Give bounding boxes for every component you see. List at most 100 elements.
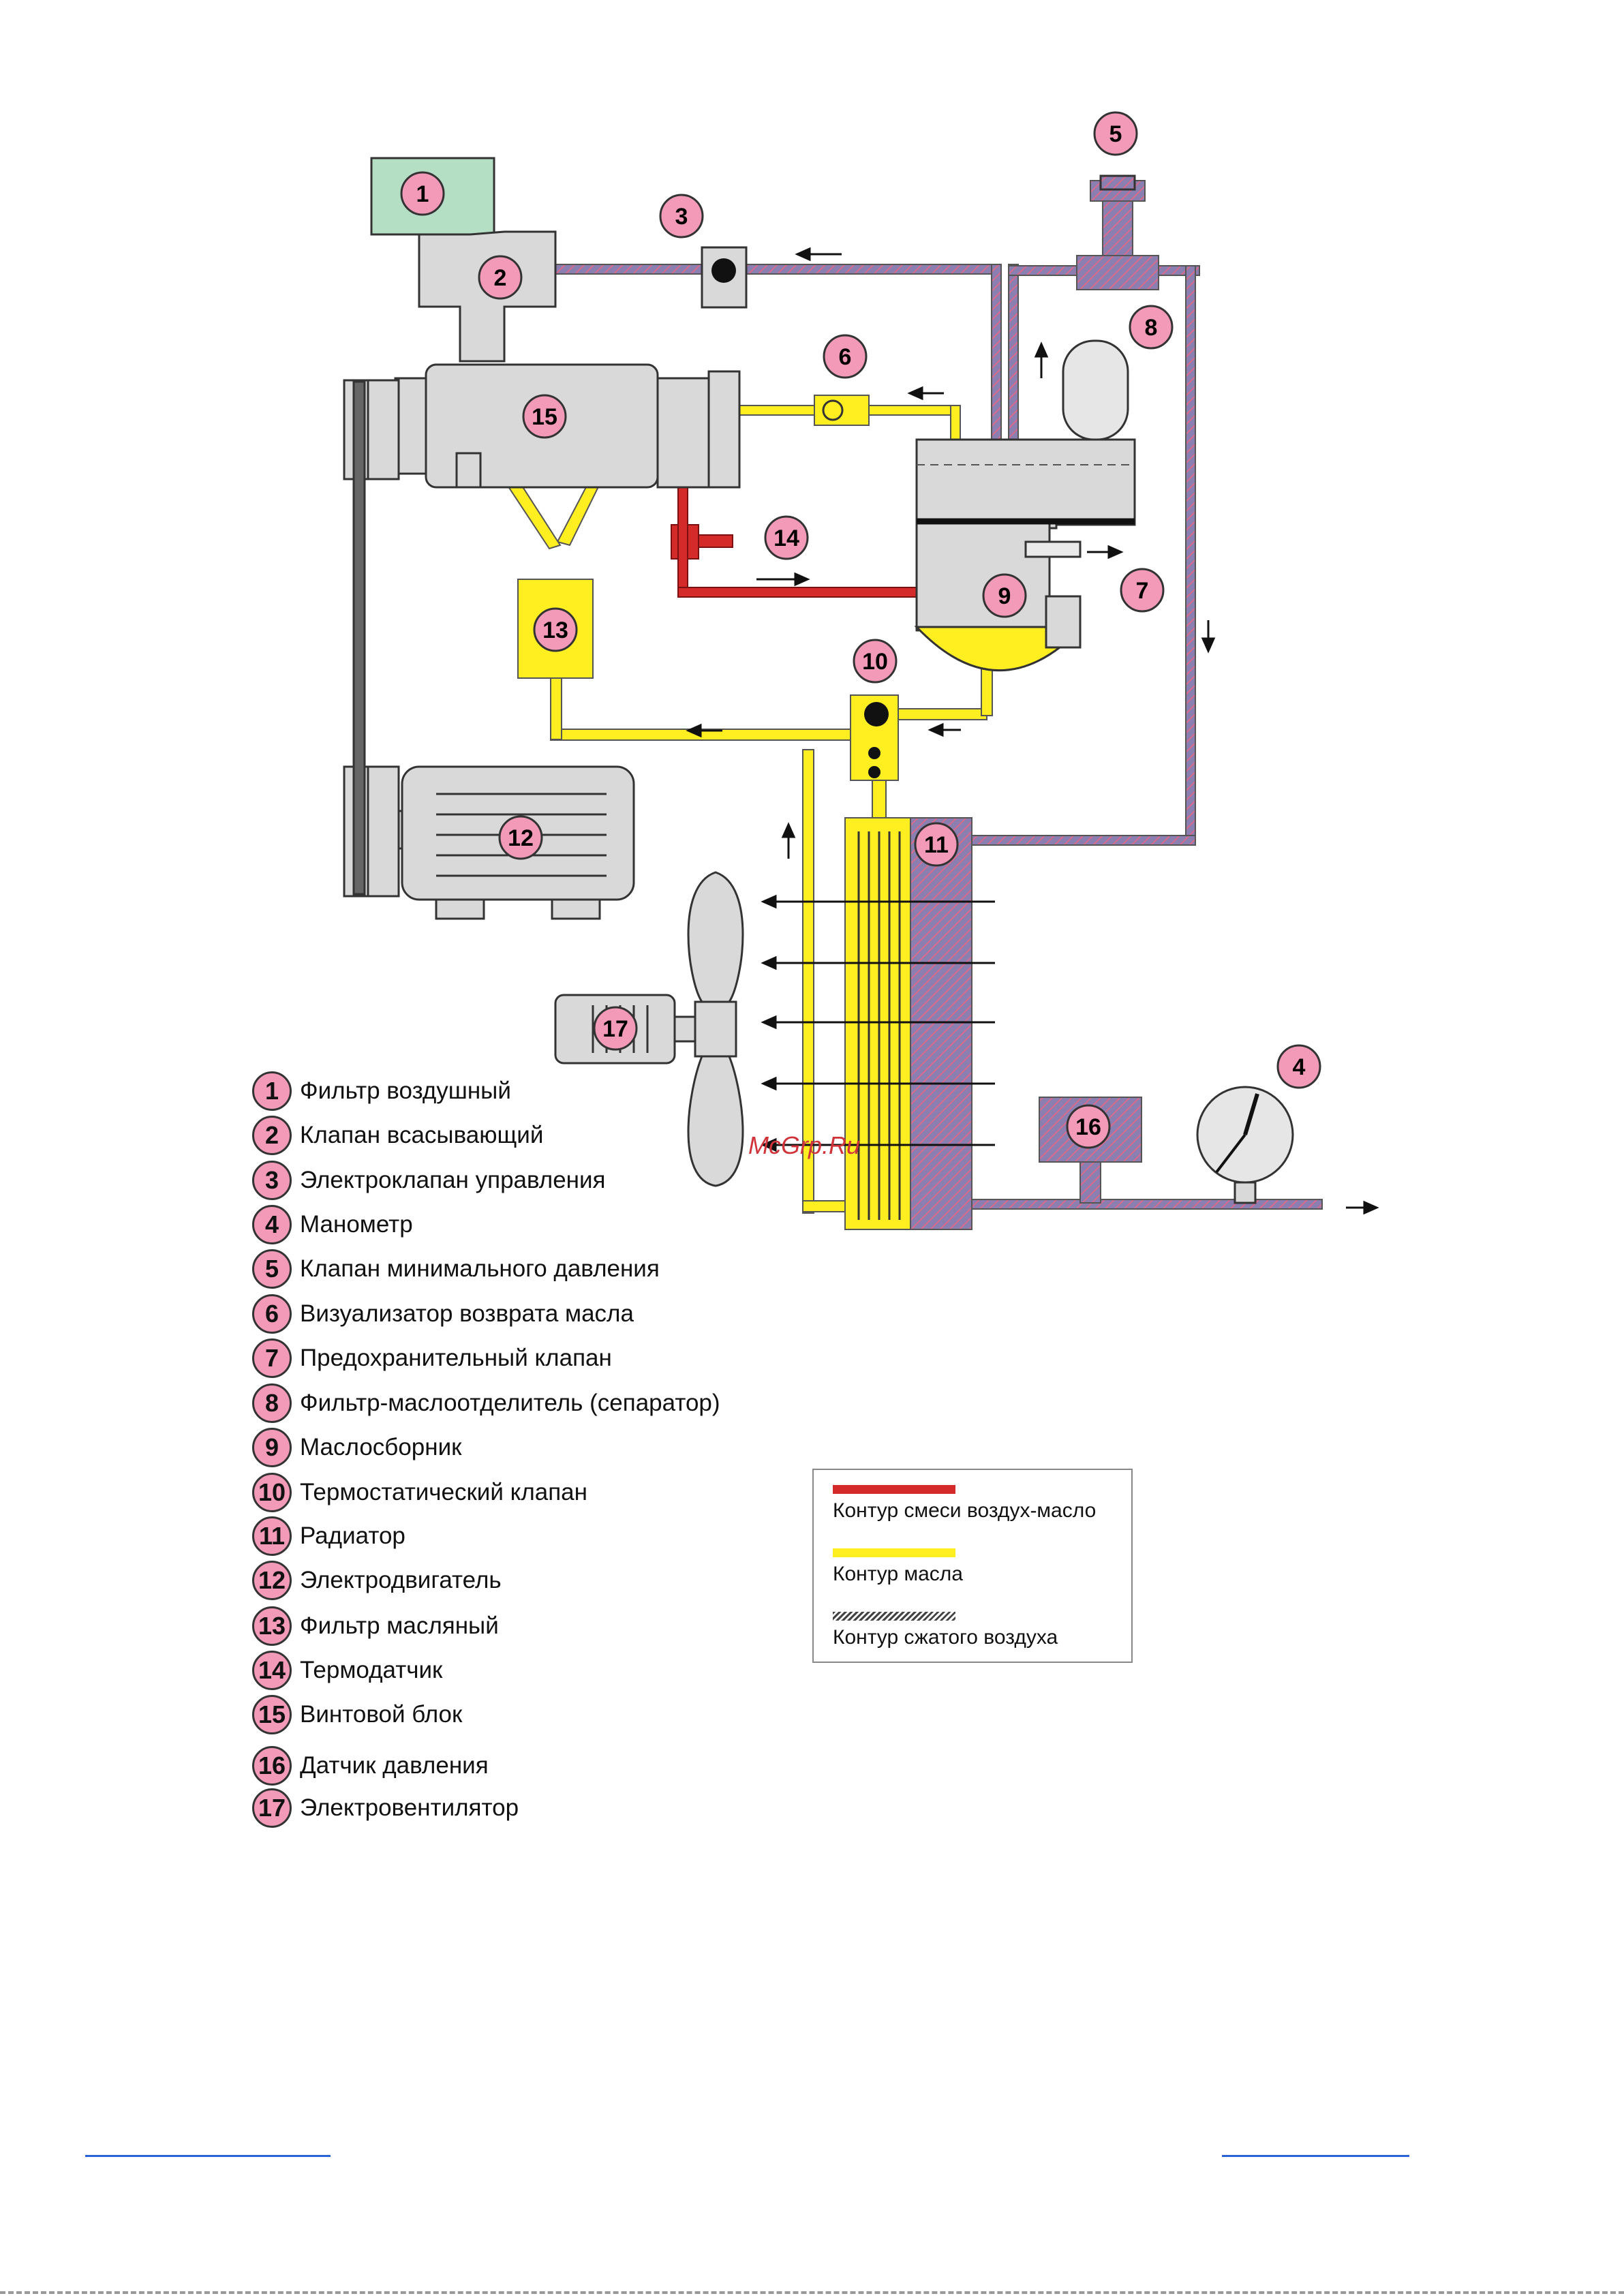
legend-number-badge: 6 bbox=[252, 1294, 292, 1334]
legend-number-badge: 4 bbox=[252, 1205, 292, 1244]
svg-text:17: 17 bbox=[602, 1016, 628, 1042]
callout-2: 2 bbox=[478, 255, 523, 300]
footer-link-underline-left[interactable] bbox=[85, 2155, 331, 2157]
legend-item: 15 Винтовой блок bbox=[252, 1694, 462, 1736]
legend-item: 5 Клапан минимального давления bbox=[252, 1248, 660, 1290]
control-solenoid-valve bbox=[701, 246, 748, 309]
component-callouts: 1 2 3 4 5 6 7 8 9 10 11 12 13 14 15 16 1… bbox=[400, 111, 1321, 1149]
callout-4: 4 bbox=[1276, 1044, 1321, 1089]
legend-number-badge: 1 bbox=[252, 1071, 292, 1111]
oil-return-sight-glass-icon bbox=[822, 399, 844, 421]
thermostatic-valve-core-icon bbox=[864, 702, 889, 726]
legend-label: Клапан минимального давления bbox=[300, 1255, 660, 1282]
svg-text:1: 1 bbox=[416, 181, 429, 207]
svg-text:10: 10 bbox=[862, 649, 888, 675]
legend-label: Термодатчик bbox=[300, 1657, 443, 1683]
legend-number-badge: 3 bbox=[252, 1161, 292, 1200]
circuit-key-item: Контур смеси воздух-масло bbox=[833, 1485, 1096, 1522]
legend-number-badge: 13 bbox=[252, 1606, 292, 1646]
svg-text:12: 12 bbox=[508, 825, 534, 851]
circuit-key-item: Контур сжатого воздуха bbox=[833, 1612, 1058, 1649]
screw-block bbox=[394, 363, 741, 489]
legend-label: Радиатор bbox=[300, 1522, 405, 1549]
callout-7: 7 bbox=[1120, 568, 1165, 613]
legend-label: Винтовой блок bbox=[300, 1701, 463, 1728]
legend-label: Фильтр воздушный bbox=[300, 1077, 511, 1104]
svg-text:16: 16 bbox=[1075, 1114, 1101, 1140]
svg-text:4: 4 bbox=[1293, 1054, 1306, 1080]
callout-5: 5 bbox=[1093, 111, 1138, 156]
compressor-schematic: 1 2 3 4 5 6 7 8 9 10 11 12 13 14 15 16 1… bbox=[343, 111, 1379, 1230]
thermostatic-valve-port-2-icon bbox=[868, 766, 880, 778]
svg-text:5: 5 bbox=[1109, 121, 1122, 147]
footer-link-underline-right[interactable] bbox=[1222, 2155, 1409, 2157]
oil-separator-tank bbox=[914, 339, 1136, 672]
legend-item: 6 Визуализатор возврата масла bbox=[252, 1293, 634, 1335]
legend-number-badge: 10 bbox=[252, 1473, 292, 1512]
callout-3: 3 bbox=[659, 194, 704, 239]
oil-cooling-tubes bbox=[857, 831, 901, 1220]
pressure-gauge bbox=[1196, 1086, 1294, 1204]
legend-label: Термостатический клапан bbox=[300, 1479, 587, 1505]
legend-label: Предохранительный клапан bbox=[300, 1345, 612, 1371]
legend-item: 11 Радиатор bbox=[252, 1515, 405, 1557]
legend-item: 1 Фильтр воздушный bbox=[252, 1070, 511, 1112]
callout-1: 1 bbox=[400, 171, 445, 216]
legend-number-badge: 2 bbox=[252, 1116, 292, 1155]
callout-15: 15 bbox=[522, 394, 567, 439]
callout-17: 17 bbox=[593, 1006, 638, 1051]
svg-text:15: 15 bbox=[532, 404, 557, 430]
legend-number-badge: 5 bbox=[252, 1249, 292, 1289]
legend-number-badge: 9 bbox=[252, 1428, 292, 1467]
legend-label: Электроклапан управления bbox=[300, 1167, 606, 1193]
callout-11: 11 bbox=[914, 822, 959, 867]
legend-label: Маслосборник bbox=[300, 1434, 462, 1460]
legend-label: Датчик давления bbox=[300, 1752, 489, 1779]
belt-drive bbox=[343, 379, 400, 898]
legend-item: 9 Маслосборник bbox=[252, 1426, 461, 1469]
legend-label: Манометр bbox=[300, 1211, 413, 1238]
svg-text:3: 3 bbox=[675, 204, 688, 230]
legend-item: 10 Термостатический клапан bbox=[252, 1471, 587, 1514]
svg-text:7: 7 bbox=[1136, 578, 1149, 604]
circuit-key: Контур смеси воздух-масло Контур масла К… bbox=[812, 1469, 1133, 1663]
legend-label: Визуализатор возврата масла bbox=[300, 1300, 634, 1327]
legend-number-badge: 7 bbox=[252, 1338, 292, 1378]
legend-item: 7 Предохранительный клапан bbox=[252, 1337, 612, 1379]
svg-text:8: 8 bbox=[1145, 315, 1158, 341]
legend-item: 16 Датчик давления bbox=[252, 1745, 489, 1787]
legend-label: Фильтр масляный bbox=[300, 1612, 499, 1639]
compressed-air-swatch bbox=[833, 1612, 955, 1621]
callout-8: 8 bbox=[1129, 305, 1174, 350]
circuit-key-label: Контур смеси воздух-масло bbox=[833, 1499, 1097, 1522]
legend-number-badge: 15 bbox=[252, 1695, 292, 1734]
circuit-key-label: Контур масла bbox=[833, 1563, 963, 1585]
flow-arrows bbox=[686, 247, 1379, 1215]
circuit-key-item: Контур масла bbox=[833, 1548, 963, 1586]
legend-item: 13 Фильтр масляный bbox=[252, 1605, 499, 1647]
legend-label: Электровентилятор bbox=[300, 1794, 519, 1821]
legend-number-badge: 12 bbox=[252, 1561, 292, 1600]
svg-text:11: 11 bbox=[924, 832, 949, 858]
legend-item: 17 Электровентилятор bbox=[252, 1787, 519, 1829]
intake-valve bbox=[418, 230, 557, 363]
callout-9: 9 bbox=[982, 573, 1027, 618]
callout-6: 6 bbox=[823, 334, 868, 379]
solenoid-valve-core-icon bbox=[711, 258, 736, 283]
svg-text:6: 6 bbox=[839, 344, 852, 370]
legend-number-badge: 17 bbox=[252, 1788, 292, 1828]
svg-text:13: 13 bbox=[542, 617, 568, 643]
legend-number-badge: 8 bbox=[252, 1383, 292, 1423]
air-oil-mix-swatch bbox=[833, 1485, 955, 1494]
svg-text:14: 14 bbox=[773, 525, 799, 551]
legend-label: Фильтр-маслоотделитель (сепаратор) bbox=[300, 1390, 720, 1416]
circuit-key-label: Контур сжатого воздуха bbox=[833, 1626, 1058, 1649]
callout-10: 10 bbox=[853, 639, 898, 684]
legend-item: 4 Манометр bbox=[252, 1204, 413, 1246]
legend-item: 3 Электроклапан управления bbox=[252, 1159, 606, 1201]
legend-number-badge: 11 bbox=[252, 1516, 292, 1556]
page-bottom-edge bbox=[0, 2291, 1624, 2294]
legend-number-badge: 16 bbox=[252, 1746, 292, 1786]
